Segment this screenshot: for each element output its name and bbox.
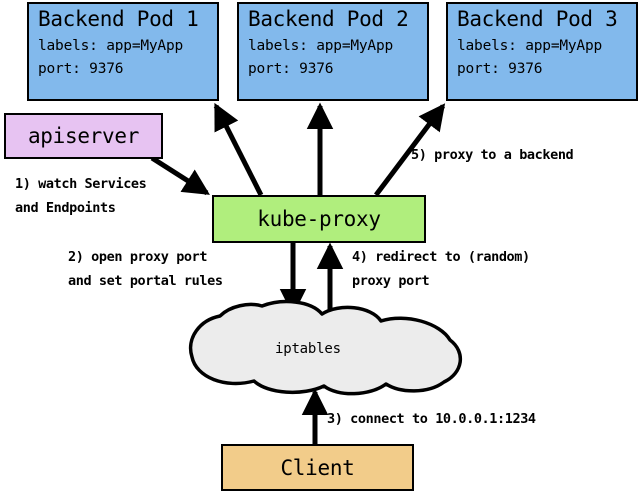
backend-pod-1-labels: labels: app=MyApp (38, 38, 184, 54)
kube-proxy-box[interactable]: kube-proxy (212, 195, 426, 243)
backend-pod-1-title: Backend Pod 1 (38, 7, 199, 31)
backend-pod-3-title: Backend Pod 3 (457, 7, 618, 31)
annotation-step-3: 3) connect to 10.0.0.1:1234 (327, 411, 536, 427)
annotation-step-5: 5) proxy to a backend (411, 147, 574, 163)
backend-pod-1-box[interactable]: Backend Pod 1 labels: app=MyApp port: 93… (27, 2, 219, 101)
annotation-step-2-line-2: and set portal rules (68, 273, 223, 289)
apiserver-label: apiserver (27, 124, 140, 148)
arrow-apiserver-to-kubeproxy (150, 155, 210, 196)
backend-pod-2-labels: labels: app=MyApp (248, 38, 394, 54)
backend-pod-2-title: Backend Pod 2 (248, 7, 409, 31)
backend-pod-3-labels: labels: app=MyApp (457, 38, 603, 54)
iptables-label: iptables (275, 341, 341, 357)
annotation-step-4-line-2: proxy port (352, 273, 430, 289)
client-box[interactable]: Client (221, 444, 414, 491)
kube-proxy-label: kube-proxy (257, 207, 381, 231)
backend-pod-1-port: port: 9376 (38, 61, 124, 77)
backend-pod-3-port: port: 9376 (457, 61, 543, 77)
backend-pod-2-port: port: 9376 (248, 61, 334, 77)
annotation-step-1-line-1: 1) watch Services (15, 176, 147, 192)
arrow-kubeproxy-to-pod1 (213, 102, 264, 197)
annotation-step-4-line-1: 4) redirect to (random) (352, 249, 530, 265)
backend-pod-2-box[interactable]: Backend Pod 2 labels: app=MyApp port: 93… (237, 2, 429, 101)
backend-pod-3-box[interactable]: Backend Pod 3 labels: app=MyApp port: 93… (446, 2, 638, 101)
client-label: Client (280, 455, 355, 480)
annotation-step-2-line-1: 2) open proxy port (68, 249, 208, 265)
apiserver-box[interactable]: apiserver (4, 113, 163, 159)
annotation-step-1-line-2: and Endpoints (15, 200, 116, 216)
arrow-kubeproxy-to-pod3 (374, 103, 446, 197)
iptables-cloud-shape (188, 299, 462, 396)
